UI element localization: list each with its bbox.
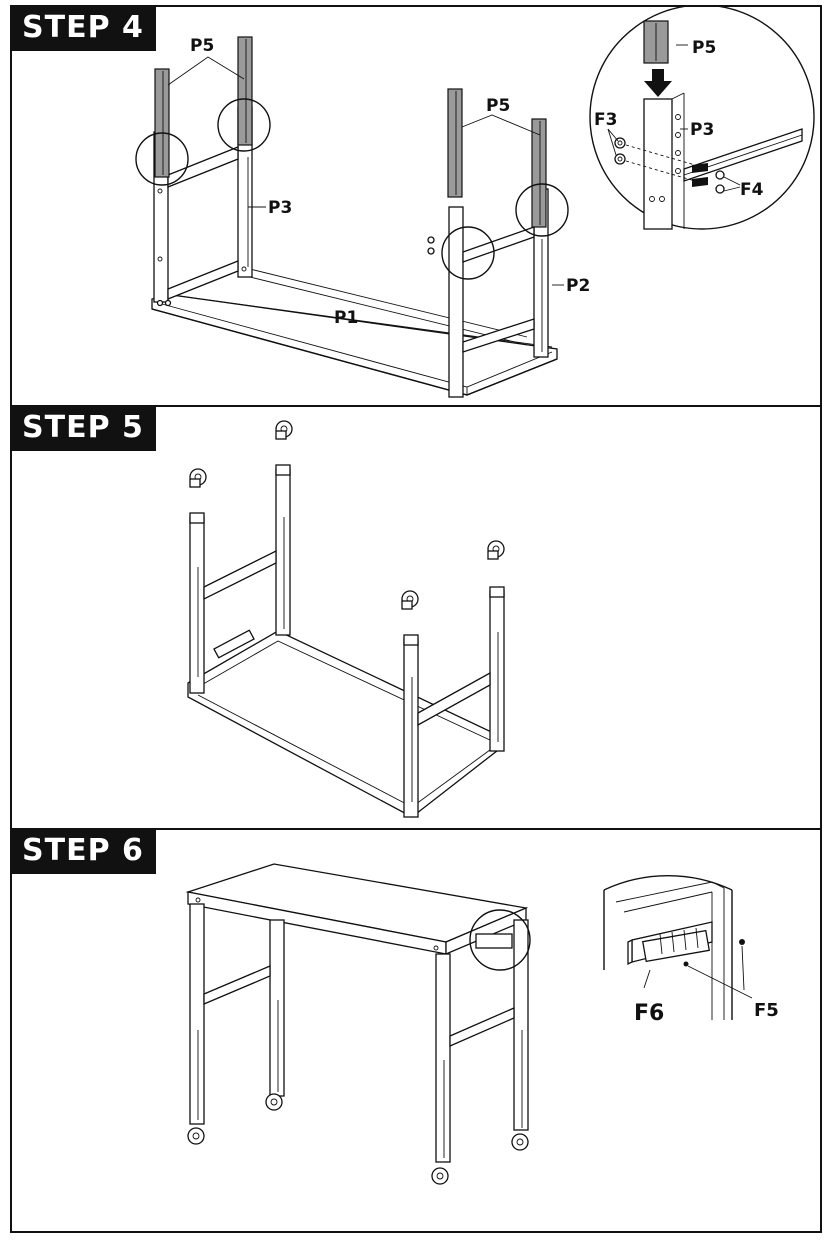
workbench-top (185, 863, 529, 955)
detail-circle-right-rear (515, 183, 569, 237)
label-f6: F6 (634, 1001, 664, 1026)
inverted-right-crossbar (417, 671, 491, 727)
post-p5-left-front (154, 68, 170, 178)
detail-circle-power-strip (469, 909, 531, 971)
label-p5-left: P5 (190, 36, 214, 56)
caster-4 (401, 590, 419, 610)
inverted-leg-right-rear (489, 586, 505, 752)
label-f5: F5 (754, 1000, 779, 1021)
inverted-leg-left-front (189, 512, 205, 694)
step-5-title: STEP 5 (12, 407, 156, 451)
caster-3 (487, 540, 505, 560)
workbench-leg-front-left (187, 903, 205, 1145)
label-p5-right: P5 (486, 96, 510, 116)
label-p2: P2 (566, 276, 590, 296)
detail-circle-right-front (441, 226, 495, 280)
inverted-left-crossbar (203, 549, 277, 601)
inverted-leg-left-rear (275, 464, 291, 636)
post-p5-left-rear (237, 36, 253, 146)
label-p1: P1 (334, 308, 358, 328)
step-4-title: STEP 4 (12, 7, 156, 51)
label-f3: F3 (594, 110, 617, 130)
inverted-base-frame (187, 629, 503, 818)
step-5-upside-down-frame-illustration (187, 420, 505, 818)
caster-2 (189, 468, 207, 488)
workbench-leg-front-right (431, 953, 451, 1185)
label-zoom-p5: P5 (692, 38, 716, 58)
workbench-leg-rear-left (265, 919, 285, 1111)
detail-circle-left-rear (217, 98, 271, 152)
inverted-leg-right-front (403, 634, 419, 818)
caster-1 (275, 420, 293, 440)
zoom-detail-post-joint (589, 7, 815, 230)
power-strip-small (475, 933, 513, 949)
workbench-right-crossbar (449, 1007, 515, 1047)
step-6-panel: F6 F5 STEP 6 (10, 828, 822, 1233)
detail-circle-left-front (135, 132, 189, 186)
post-p5-right-front (447, 88, 463, 198)
post-p5-right-rear (531, 118, 547, 228)
step-5-panel: STEP 5 (10, 405, 822, 830)
step-6-finished-workbench-illustration: F6 F5 (185, 863, 779, 1185)
label-p3: P3 (268, 198, 292, 218)
step-4-panel: P5 P5 P3 P2 P1 (10, 5, 822, 407)
workbench-left-crossbar (203, 965, 271, 1005)
label-zoom-p3: P3 (690, 120, 714, 140)
workbench-leg-rear-right (511, 919, 529, 1151)
step-4-frame-illustration: P5 P5 P3 P2 P1 (135, 7, 815, 398)
zoom-detail-power-strip (603, 875, 753, 1020)
step-6-title: STEP 6 (12, 830, 156, 874)
label-f4: F4 (740, 180, 764, 200)
